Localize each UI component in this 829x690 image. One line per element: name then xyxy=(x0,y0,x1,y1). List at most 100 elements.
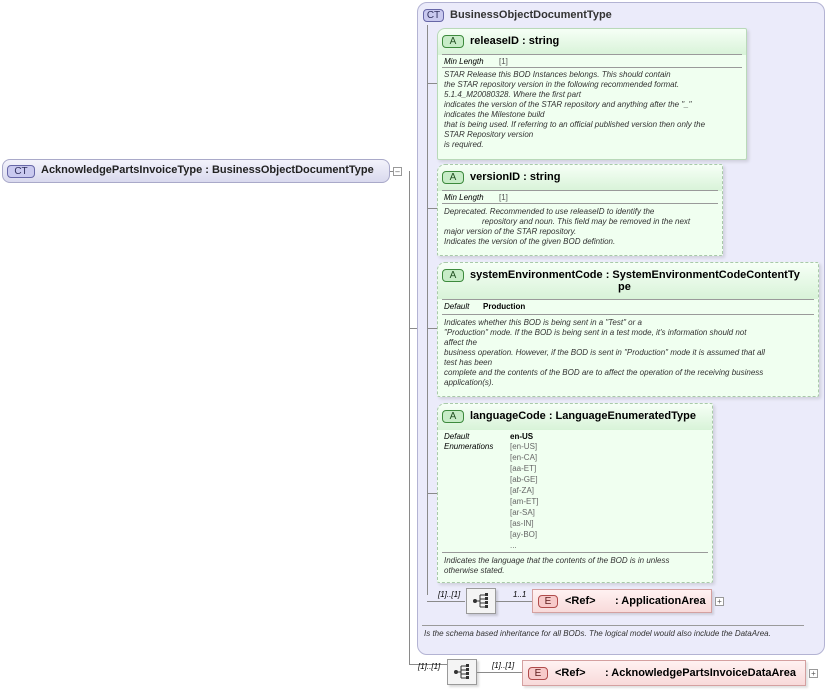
enumeration-item: [ay-BO] xyxy=(510,530,538,539)
connector-trunk xyxy=(409,171,410,665)
attribute-languageCode[interactable]: A languageCode : LanguageEnumeratedType … xyxy=(437,403,713,583)
doc-line: "Production" mode. If the BOD is being s… xyxy=(444,328,747,337)
doc-line: 5.1.4_M20080328. Where the first part xyxy=(444,90,581,99)
outer-sequence-icon[interactable] xyxy=(447,659,477,685)
attribute-header xyxy=(438,404,712,430)
element-badge-icon: E xyxy=(528,667,548,680)
divider xyxy=(442,552,708,553)
doc-line: is required. xyxy=(444,140,484,149)
attribute-badge-icon: A xyxy=(442,171,464,184)
base-doc-divider xyxy=(422,625,804,626)
root-type-name: AcknowledgePartsInvoiceType : BusinessOb… xyxy=(41,164,374,176)
facet-value: [1] xyxy=(499,193,508,202)
outer-sequence-cardinality: [1]..[1] xyxy=(418,662,441,671)
root-collapse-icon[interactable]: – xyxy=(393,167,402,176)
complex-type-badge-icon: CT xyxy=(423,9,444,22)
attribute-badge-icon: A xyxy=(442,35,464,48)
element-application-area[interactable]: E <Ref> : ApplicationArea xyxy=(532,589,712,613)
application-area-cardinality: 1..1 xyxy=(513,590,527,599)
attribute-badge-icon: A xyxy=(442,269,464,282)
enumeration-item: [aa-ET] xyxy=(510,464,537,473)
expand-data-area-icon[interactable]: + xyxy=(809,669,818,678)
data-area-cardinality: [1]..[1] xyxy=(492,661,515,670)
element-name: : AcknowledgePartsInvoiceDataArea xyxy=(605,667,796,679)
doc-line: otherwise stated. xyxy=(444,566,505,575)
facet-label: Min Length xyxy=(444,57,484,66)
attribute-documentation: Indicates the language that the contents… xyxy=(444,556,708,576)
doc-line: repository and noun. This field may be r… xyxy=(482,217,691,226)
doc-line: Deprecated. Recommended to use releaseID… xyxy=(444,207,655,216)
inner-sequence-cardinality: [1]..[1] xyxy=(438,590,461,599)
doc-line: major version of the STAR repository. xyxy=(444,227,577,236)
inner-sequence-icon[interactable] xyxy=(466,588,496,614)
divider xyxy=(442,203,718,204)
doc-line: complete and the contents of the BOD are… xyxy=(444,368,764,377)
attribute-header xyxy=(438,29,746,55)
connector-to-outer-seq xyxy=(409,664,447,665)
element-name: : ApplicationArea xyxy=(615,595,706,607)
enumeration-item: [en-US] xyxy=(510,442,538,451)
base-documentation: Is the schema based inheritance for all … xyxy=(424,629,771,638)
doc-line: business operation. However, if the BOD … xyxy=(444,348,765,357)
doc-line: the STAR repository version in the follo… xyxy=(444,80,680,89)
attribute-documentation: Indicates whether this BOD is being sent… xyxy=(444,318,816,388)
attribute-name: languageCode : LanguageEnumeratedType xyxy=(470,410,696,422)
facet-label: Min Length xyxy=(444,193,484,202)
sequence-compositor-icon xyxy=(454,664,469,679)
doc-line: Indicates whether this BOD is being sent… xyxy=(444,318,642,327)
base-rail xyxy=(427,25,428,595)
divider xyxy=(442,314,814,315)
enumeration-item: [am-ET] xyxy=(510,497,539,506)
root-complex-type[interactable]: CT AcknowledgePartsInvoiceType : Busines… xyxy=(2,159,390,183)
connector-to-base xyxy=(409,328,418,329)
attribute-name: releaseID : string xyxy=(470,35,560,47)
enumeration-list: [en-US] [en-CA] [aa-ET] [ab-GE] [af-ZA] … xyxy=(510,441,538,551)
attribute-systemEnvironmentCode[interactable]: A systemEnvironmentCode : SystemEnvironm… xyxy=(437,262,819,397)
doc-line: STAR Repository version xyxy=(444,130,534,139)
enumeration-item: [en-CA] xyxy=(510,453,538,462)
attribute-releaseID[interactable]: A releaseID : string Min Length [1] STAR… xyxy=(437,28,747,160)
doc-line: indicates the version of the STAR reposi… xyxy=(444,100,692,109)
rail-to-languageCode xyxy=(427,493,441,494)
default-label: Default xyxy=(444,432,470,441)
enumeration-item: [ar-SA] xyxy=(510,508,535,517)
rail-to-versionID xyxy=(427,208,441,209)
facet-value: [1] xyxy=(499,57,508,66)
attribute-documentation: STAR Release this BOD Instances belongs.… xyxy=(444,70,744,150)
divider xyxy=(442,299,814,300)
sequence-compositor-icon xyxy=(473,593,488,608)
doc-line: that is being used. If referring to an o… xyxy=(444,120,706,129)
attribute-name-line2: pe xyxy=(618,281,631,293)
rail-to-systemEnvironmentCode xyxy=(427,328,441,329)
doc-line: Indicates the version of the given BOD d… xyxy=(444,237,616,246)
enumerations-label: Enumerations xyxy=(444,442,494,451)
facet-label: Default xyxy=(444,302,470,311)
facet-value: Production xyxy=(483,302,526,311)
doc-line: test has been xyxy=(444,358,493,367)
rail-to-inner-seq xyxy=(427,601,465,602)
element-ref-label: <Ref> xyxy=(565,595,596,607)
attribute-versionID[interactable]: A versionID : string Min Length [1] Depr… xyxy=(437,164,723,256)
enumeration-item: ... xyxy=(510,541,517,550)
divider xyxy=(442,190,718,191)
attribute-header xyxy=(438,263,818,299)
attribute-header xyxy=(438,165,722,191)
doc-line: application(s). xyxy=(444,378,494,387)
attribute-documentation: Deprecated. Recommended to use releaseID… xyxy=(444,207,720,247)
attribute-name: versionID : string xyxy=(470,171,561,183)
divider xyxy=(442,67,742,68)
enumeration-item: [as-IN] xyxy=(510,519,534,528)
base-type-name: BusinessObjectDocumentType xyxy=(450,9,612,21)
complex-type-badge-icon: CT xyxy=(7,165,35,178)
doc-line: affect the xyxy=(444,338,477,347)
element-badge-icon: E xyxy=(538,595,558,608)
element-ref-label: <Ref> xyxy=(555,667,586,679)
connector-application-area xyxy=(496,601,532,602)
enumeration-item: [ab-GE] xyxy=(510,475,538,484)
connector-data-area xyxy=(477,672,522,673)
divider xyxy=(442,54,742,55)
rail-to-releaseID xyxy=(427,83,441,84)
element-data-area[interactable]: E <Ref> : AcknowledgePartsInvoiceDataAre… xyxy=(522,660,806,686)
expand-application-area-icon[interactable]: + xyxy=(715,597,724,606)
doc-line: Indicates the language that the contents… xyxy=(444,556,670,565)
